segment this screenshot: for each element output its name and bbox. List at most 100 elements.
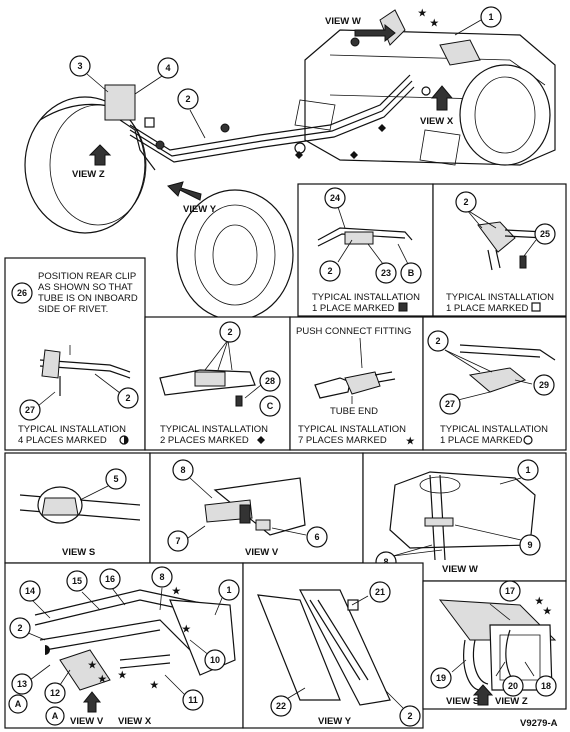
view-w-arrow-label: VIEW W xyxy=(325,16,361,27)
svg-text:27: 27 xyxy=(25,405,35,415)
callout-18: 18 xyxy=(535,675,557,697)
panel-view-w: 1 9 8 VIEW W xyxy=(362,452,567,582)
svg-text:2: 2 xyxy=(435,336,440,346)
svg-text:★: ★ xyxy=(535,596,544,607)
svg-text:21: 21 xyxy=(375,587,385,597)
callout-21: 21 xyxy=(369,581,391,603)
panel-29: 2 29 27 TYPICAL INSTALLATION 1 PLACE MAR… xyxy=(422,316,567,451)
callout-b: B xyxy=(400,262,422,284)
callout-2-p1: 2 xyxy=(319,260,341,282)
svg-text:TYPICAL INSTALLATION: TYPICAL INSTALLATION xyxy=(160,424,268,435)
svg-text:★: ★ xyxy=(418,8,427,19)
callout-23: 23 xyxy=(375,262,397,284)
callout-19: 19 xyxy=(430,667,452,689)
svg-text:7: 7 xyxy=(175,536,180,546)
callout-11: 11 xyxy=(182,689,204,711)
svg-text:2 PLACES MARKED: 2 PLACES MARKED xyxy=(160,435,249,446)
view-x-title: VIEW X xyxy=(118,716,152,727)
view-y-arrow xyxy=(167,181,202,201)
view-v-label-in-x: VIEW V xyxy=(70,716,104,727)
svg-text:28: 28 xyxy=(265,376,275,386)
callout-2-p4: 2 xyxy=(219,321,241,343)
svg-text:8: 8 xyxy=(383,557,388,567)
fuel-lines xyxy=(104,37,431,171)
view-y-title: VIEW Y xyxy=(318,716,352,727)
svg-text:2: 2 xyxy=(327,266,332,276)
svg-text:POSITION REAR CLIP: POSITION REAR CLIP xyxy=(38,271,136,282)
front-tire xyxy=(176,189,294,321)
callout-1-w: 1 xyxy=(517,459,539,481)
svg-text:★: ★ xyxy=(182,624,191,635)
callout-2-p2: 2 xyxy=(455,191,477,213)
svg-text:1 PLACE MARKED: 1 PLACE MARKED xyxy=(440,435,522,446)
callout-2-y: 2 xyxy=(399,705,421,727)
callout-8-v: 8 xyxy=(172,459,194,481)
view-s-label-in-z: VIEW S xyxy=(446,696,479,707)
panel-view-y: 21 22 2 VIEW Y xyxy=(242,562,424,729)
view-y-arrow-label: VIEW Y xyxy=(183,204,217,215)
svg-text:★: ★ xyxy=(543,606,552,617)
callout-a-2: A xyxy=(45,706,65,726)
svg-text:2: 2 xyxy=(227,327,232,337)
diamond-symbol xyxy=(257,436,265,444)
callout-22: 22 xyxy=(270,695,292,717)
svg-text:6: 6 xyxy=(314,532,319,542)
svg-text:2: 2 xyxy=(185,94,190,104)
svg-text:22: 22 xyxy=(276,701,286,711)
svg-text:14: 14 xyxy=(25,586,35,596)
svg-text:4: 4 xyxy=(165,63,170,73)
callout-8-x: 8 xyxy=(151,566,173,588)
svg-text:18: 18 xyxy=(541,681,551,691)
view-w-title: VIEW W xyxy=(442,564,478,575)
star-symbol: ★ xyxy=(406,436,415,447)
svg-text:11: 11 xyxy=(188,695,198,705)
view-x-arrow xyxy=(430,85,454,111)
svg-text:4 PLACES MARKED: 4 PLACES MARKED xyxy=(18,435,107,446)
callout-12: 12 xyxy=(44,682,66,704)
panel-28: 2 28 C TYPICAL INSTALLATION 2 PLACES MAR… xyxy=(144,316,291,451)
svg-text:1: 1 xyxy=(488,12,493,22)
callout-10: 10 xyxy=(204,649,226,671)
view-z-arrow xyxy=(88,144,112,166)
callout-24: 24 xyxy=(324,187,346,209)
callout-c: C xyxy=(259,395,281,417)
svg-text:★: ★ xyxy=(88,660,97,671)
callout-4-main: 4 xyxy=(134,57,179,95)
svg-text:12: 12 xyxy=(50,688,60,698)
square-symbol xyxy=(531,302,541,312)
svg-text:27: 27 xyxy=(445,399,455,409)
panel-24-23: 24 2 23 B TYPICAL INSTALLATION 1 PLACE M… xyxy=(297,183,434,317)
svg-text:23: 23 xyxy=(381,268,391,278)
svg-text:24: 24 xyxy=(330,193,340,203)
callout-15: 15 xyxy=(66,570,88,592)
svg-text:TYPICAL INSTALLATION: TYPICAL INSTALLATION xyxy=(298,424,406,435)
panel-view-v: 8 7 6 VIEW V xyxy=(149,452,364,564)
svg-text:1: 1 xyxy=(226,585,231,595)
svg-text:TUBE END: TUBE END xyxy=(330,406,378,417)
svg-text:2: 2 xyxy=(125,393,130,403)
callout-28: 28 xyxy=(259,370,281,392)
svg-text:5: 5 xyxy=(113,474,118,484)
callout-16: 16 xyxy=(99,568,121,590)
callout-27-p6: 27 xyxy=(439,393,461,415)
svg-text:7 PLACES MARKED: 7 PLACES MARKED xyxy=(298,435,387,446)
svg-text:TYPICAL INSTALLATION: TYPICAL INSTALLATION xyxy=(18,424,126,435)
svg-text:29: 29 xyxy=(539,380,549,390)
svg-text:8: 8 xyxy=(180,465,185,475)
svg-text:TYPICAL INSTALLATION: TYPICAL INSTALLATION xyxy=(440,424,548,435)
callout-7: 7 xyxy=(167,530,189,552)
callout-2-x: 2 xyxy=(9,617,31,639)
callout-27-p3: 27 xyxy=(19,399,41,421)
main-overview: VIEW W VIEW X VIEW Y VIEW Z ★ ★ 1 3 4 2 xyxy=(24,6,556,321)
panel-view-z: 17 19 20 18 ★ ★ VIEW S VIEW Z xyxy=(422,580,567,710)
p24-caption-line2: 1 PLACE MARKED xyxy=(312,303,394,314)
svg-text:A: A xyxy=(52,711,59,721)
svg-text:★: ★ xyxy=(172,586,181,597)
svg-text:AS SHOWN SO THAT: AS SHOWN SO THAT xyxy=(38,282,133,293)
callout-1-x: 1 xyxy=(218,579,240,601)
panel-view-x: 14 15 16 8 1 2 10 11 xyxy=(4,562,244,729)
callout-2-p6: 2 xyxy=(427,330,449,352)
view-w-arrow xyxy=(354,23,396,43)
callout-25: 25 xyxy=(534,223,556,245)
p24-caption-line1: TYPICAL INSTALLATION xyxy=(312,292,420,303)
